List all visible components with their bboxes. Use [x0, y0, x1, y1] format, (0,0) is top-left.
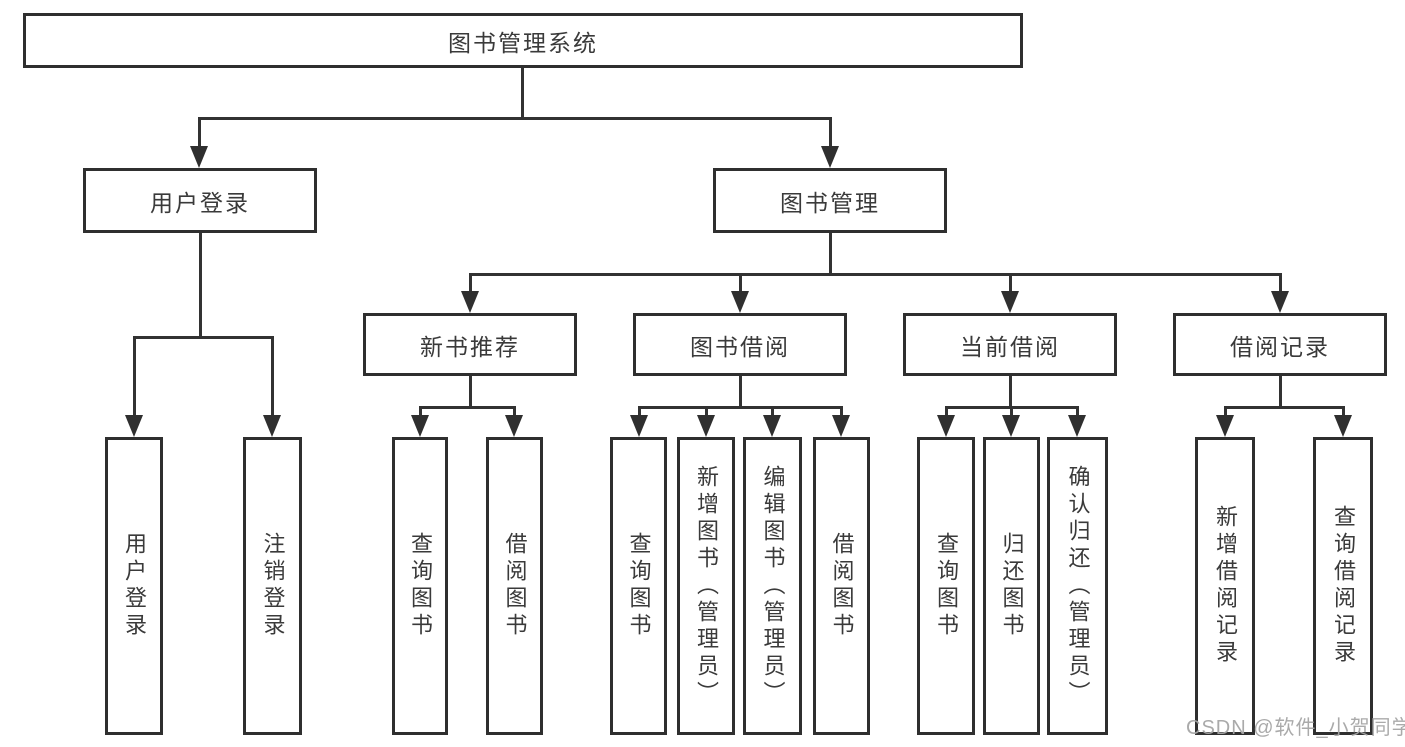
connector-drop-recommend — [469, 273, 472, 295]
arrowhead-book-borrow — [731, 291, 749, 313]
arrowhead-leaf-logout — [263, 415, 281, 437]
arrowhead-borrow-record — [1271, 291, 1289, 313]
leaf-query-borrow-record-label: 查询借阅记录 — [1331, 505, 1356, 667]
connector-branch-recommend — [419, 406, 516, 409]
connector-drop-bb-query — [638, 406, 641, 420]
root-node-library-system: 图书管理系统 — [23, 13, 1023, 68]
leaf-borrow-book-label: 借阅图书 — [829, 532, 855, 640]
arrowhead-br-add — [1216, 415, 1234, 437]
connector-drop-leaf-logout — [271, 336, 274, 418]
arrowhead-cb-return — [1002, 415, 1020, 437]
node-book-management-label: 图书管理 — [780, 189, 880, 216]
connector-branch-borrow — [638, 406, 843, 409]
leaf-return-book: 归还图书 — [983, 437, 1040, 735]
connector-drop-bb-add — [705, 406, 708, 420]
leaf-recommend-query-books-label: 查询图书 — [408, 532, 433, 640]
arrowhead-bb-query — [630, 415, 648, 437]
arrowhead-rec-query — [411, 415, 429, 437]
root-node-label: 图书管理系统 — [448, 29, 598, 56]
connector-branch-level3 — [469, 273, 1282, 276]
connector-drop-cb-query — [945, 406, 948, 420]
connector-drop-bb-borrow — [840, 406, 843, 420]
arrowhead-cb-query — [937, 415, 955, 437]
connector-drop-br-query — [1342, 406, 1345, 420]
connector-recommend-stem — [469, 376, 472, 408]
leaf-user-login: 用户登录 — [105, 437, 163, 735]
connector-drop-book-borrow — [739, 273, 742, 295]
node-new-book-recommend-label: 新书推荐 — [420, 333, 520, 360]
leaf-logout-label: 注销登录 — [260, 532, 286, 640]
connector-branch-record — [1224, 406, 1345, 409]
node-borrow-record-label: 借阅记录 — [1230, 333, 1330, 360]
connector-borrow-stem — [739, 376, 742, 408]
leaf-logout: 注销登录 — [243, 437, 302, 735]
node-current-borrow: 当前借阅 — [903, 313, 1117, 376]
arrowhead-rec-borrow — [505, 415, 523, 437]
leaf-query-borrow-record: 查询借阅记录 — [1313, 437, 1373, 735]
connector-drop-cb-confirm — [1076, 406, 1079, 420]
connector-branch-level1 — [198, 117, 832, 120]
arrowhead-bb-borrow — [832, 415, 850, 437]
node-book-borrow: 图书借阅 — [633, 313, 847, 376]
connector-drop-rec-borrow — [513, 406, 516, 420]
connector-drop-user-login — [198, 117, 201, 150]
connector-drop-bb-edit — [771, 406, 774, 420]
connector-current-stem — [1009, 376, 1012, 408]
leaf-recommend-borrow-books-label: 借阅图书 — [502, 532, 528, 640]
connector-drop-br-add — [1224, 406, 1227, 420]
connector-drop-book-management — [829, 117, 832, 150]
leaf-confirm-return-admin-label: 确认归还（管理员） — [1065, 464, 1091, 708]
leaf-current-query-books: 查询图书 — [917, 437, 975, 735]
connector-drop-rec-query — [419, 406, 422, 420]
node-book-borrow-label: 图书借阅 — [690, 333, 790, 360]
watermark: CSDN @软件_小贺同学 — [1186, 717, 1405, 739]
node-new-book-recommend: 新书推荐 — [363, 313, 577, 376]
node-book-management: 图书管理 — [713, 168, 947, 233]
leaf-add-book-admin-label: 新增图书（管理员） — [694, 464, 719, 708]
leaf-return-book-label: 归还图书 — [999, 532, 1025, 640]
node-borrow-record: 借阅记录 — [1173, 313, 1387, 376]
leaf-add-book-admin: 新增图书（管理员） — [677, 437, 735, 735]
node-user-login: 用户登录 — [83, 168, 317, 233]
leaf-user-login-label: 用户登录 — [122, 532, 147, 640]
arrowhead-leaf-login — [125, 415, 143, 437]
leaf-current-query-books-label: 查询图书 — [934, 532, 959, 640]
connector-drop-borrow-record — [1279, 273, 1282, 295]
arrowhead-book-management — [821, 146, 839, 168]
connector-drop-current-borrow — [1009, 273, 1012, 295]
connector-record-stem — [1279, 376, 1282, 408]
leaf-borrow-query-books: 查询图书 — [610, 437, 667, 735]
node-user-login-label: 用户登录 — [150, 189, 250, 216]
connector-root-stem — [521, 68, 524, 118]
arrowhead-recommend — [461, 291, 479, 313]
connector-drop-leaf-login — [133, 336, 136, 418]
leaf-borrow-query-books-label: 查询图书 — [626, 532, 652, 640]
arrowhead-bb-edit — [763, 415, 781, 437]
leaf-borrow-book: 借阅图书 — [813, 437, 870, 735]
connector-drop-cb-return — [1010, 406, 1013, 420]
arrowhead-bb-add — [697, 415, 715, 437]
leaf-edit-book-admin: 编辑图书（管理员） — [743, 437, 802, 735]
connector-user-stem — [199, 233, 202, 338]
leaf-edit-book-admin-label: 编辑图书（管理员） — [760, 464, 786, 708]
node-current-borrow-label: 当前借阅 — [960, 333, 1060, 360]
arrowhead-cb-confirm — [1068, 415, 1086, 437]
connector-branch-user — [133, 336, 274, 339]
leaf-add-borrow-record-label: 新增借阅记录 — [1213, 505, 1238, 667]
leaf-recommend-borrow-books: 借阅图书 — [486, 437, 543, 735]
leaf-recommend-query-books: 查询图书 — [392, 437, 448, 735]
leaf-confirm-return-admin: 确认归还（管理员） — [1047, 437, 1108, 735]
arrowhead-br-query — [1334, 415, 1352, 437]
arrowhead-user-login — [190, 146, 208, 168]
leaf-add-borrow-record: 新增借阅记录 — [1195, 437, 1255, 735]
connector-book-stem — [829, 233, 832, 276]
arrowhead-current-borrow — [1001, 291, 1019, 313]
